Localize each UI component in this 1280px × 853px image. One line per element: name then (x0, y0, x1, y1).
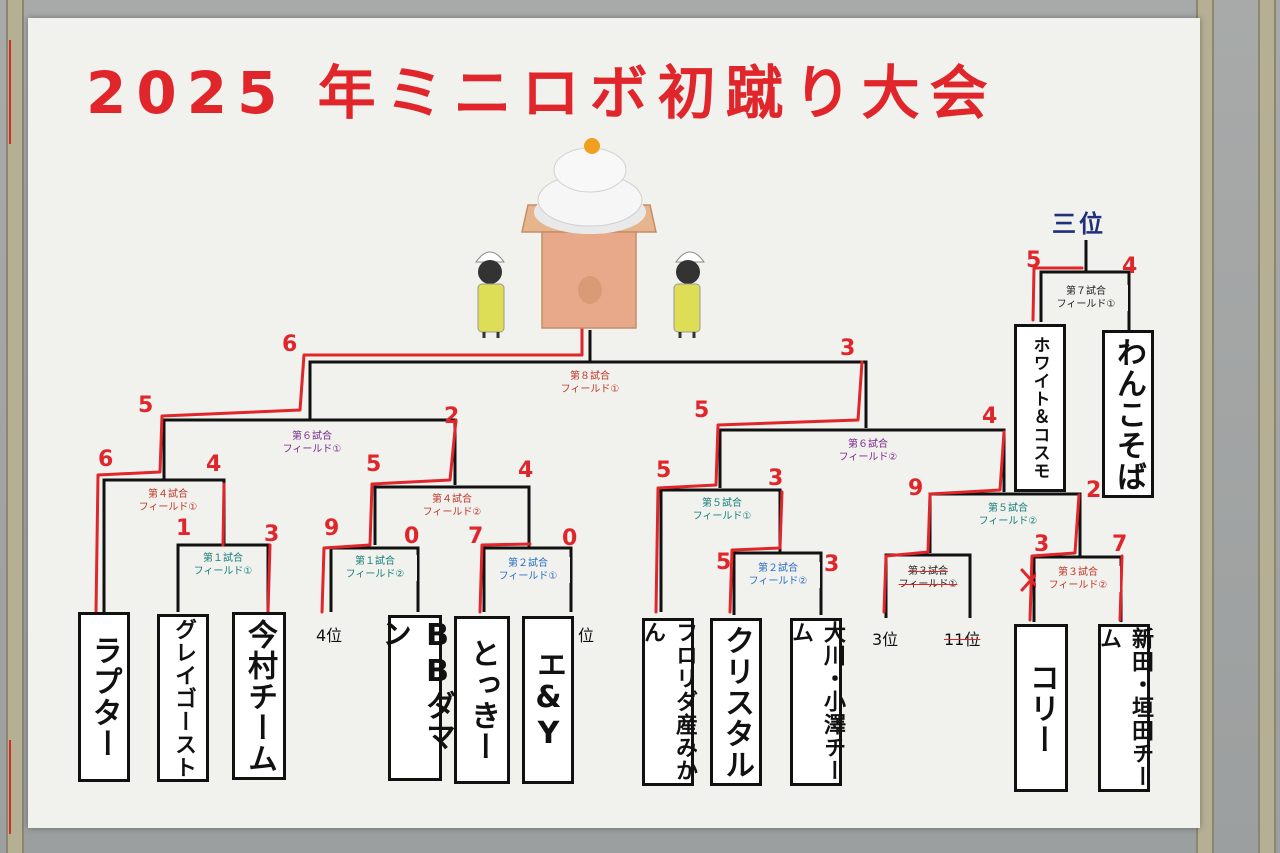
score-m7-a: 5 (1026, 248, 1042, 273)
team-card-greyghost: グレイゴースト (157, 614, 209, 782)
match-4a-label: 第４試合フィールド① (118, 488, 218, 514)
score-sf-right-a: 5 (694, 398, 710, 423)
match-3a-label: 第３試合フィールド① (888, 565, 968, 591)
place-eleventh: 11位 (944, 630, 981, 649)
score-r3-b: 0 (562, 526, 578, 551)
kagami-mochi-illustration (521, 138, 657, 329)
score-q3-a: 5 (656, 458, 672, 483)
team-card-bbdaman: BBダマン (376, 615, 455, 781)
team-card-white: ホワイト＆コスモ (1014, 324, 1066, 492)
team-card-okawa: 大川・小澤チーム (788, 618, 845, 786)
team-card-nitta: 新田・垣田チーム (1096, 624, 1153, 792)
score-r2-b: 0 (404, 524, 420, 549)
match-7-label: 第７試合フィールド① (1044, 285, 1128, 311)
score-r3-a: 7 (468, 524, 484, 549)
team-card-raptor: ラプター (78, 612, 130, 782)
poster-title: 2025 年ミニロボ初蹴り大会 (86, 59, 998, 127)
score-r5-b: 7 (1112, 532, 1128, 557)
score-r1-b: 3 (264, 522, 280, 547)
score-final-left: 6 (282, 332, 298, 357)
score-sf-left-a: 5 (138, 393, 154, 418)
score-sf-right-b: 4 (982, 404, 998, 429)
score-q2-a: 5 (366, 452, 382, 477)
match-2b-label: 第２試合フィールド② (736, 562, 820, 588)
left-mascot-figure (475, 251, 505, 338)
match-1a-label: 第１試合フィールド① (180, 552, 266, 578)
score-r2-a: 9 (324, 516, 340, 541)
match-1b-label: 第１試合フィールド② (333, 555, 417, 581)
score-q3-b: 3 (768, 466, 784, 491)
team-card-wanko: わんこそば (1102, 330, 1154, 498)
score-r4-a: 5 (716, 550, 732, 575)
place-cut-off: 位 (578, 626, 595, 645)
match-6b-label: 第６試合フィールド② (818, 438, 918, 464)
left-bottom-edge-tag (9, 740, 11, 834)
match-5a-label: 第５試合フィールド① (672, 497, 772, 523)
team-card-imamura: 今村チーム (232, 612, 286, 780)
right-mascot-figure (673, 251, 705, 338)
left-board-post (6, 0, 24, 853)
score-r1-a: 1 (176, 516, 192, 541)
match-2a-label: 第２試合フィールド① (486, 557, 570, 583)
match-3b-label: 第３試合フィールド② (1036, 566, 1120, 592)
left-edge-tag (9, 40, 11, 144)
place-fourth: 4位 (316, 626, 343, 645)
score-q4-b: 2 (1086, 478, 1102, 503)
match-6a-label: 第６試合フィールド① (262, 430, 362, 456)
score-q1-b: 4 (206, 452, 222, 477)
score-m7-b: 4 (1122, 254, 1138, 279)
score-r5-a: 3 (1034, 532, 1050, 557)
team-card-tokki: とっきー (454, 616, 510, 784)
score-r4-b: 3 (824, 552, 840, 577)
match-5b-label: 第５試合フィールド② (958, 502, 1058, 528)
match-4b-label: 第４試合フィールド② (402, 493, 502, 519)
third-place-heading: 三位 (1052, 210, 1106, 238)
far-right-board-post (1258, 0, 1276, 853)
match-8-label: 第８試合フィールド① (540, 370, 640, 396)
team-card-florida: フロリダ産みかん (640, 618, 697, 786)
poster-board (28, 18, 1200, 828)
score-q4-a: 9 (908, 476, 924, 501)
team-card-colley: コリー (1014, 624, 1068, 792)
score-final-right: 3 (840, 336, 856, 361)
score-q2-b: 4 (518, 458, 534, 483)
team-card-eandy: エ&Y (522, 616, 574, 784)
score-q1-a: 6 (98, 447, 114, 472)
team-card-crystal: クリスタル (710, 618, 762, 786)
score-sf-left-b: 2 (444, 404, 460, 429)
place-third: 3位 (872, 630, 899, 649)
